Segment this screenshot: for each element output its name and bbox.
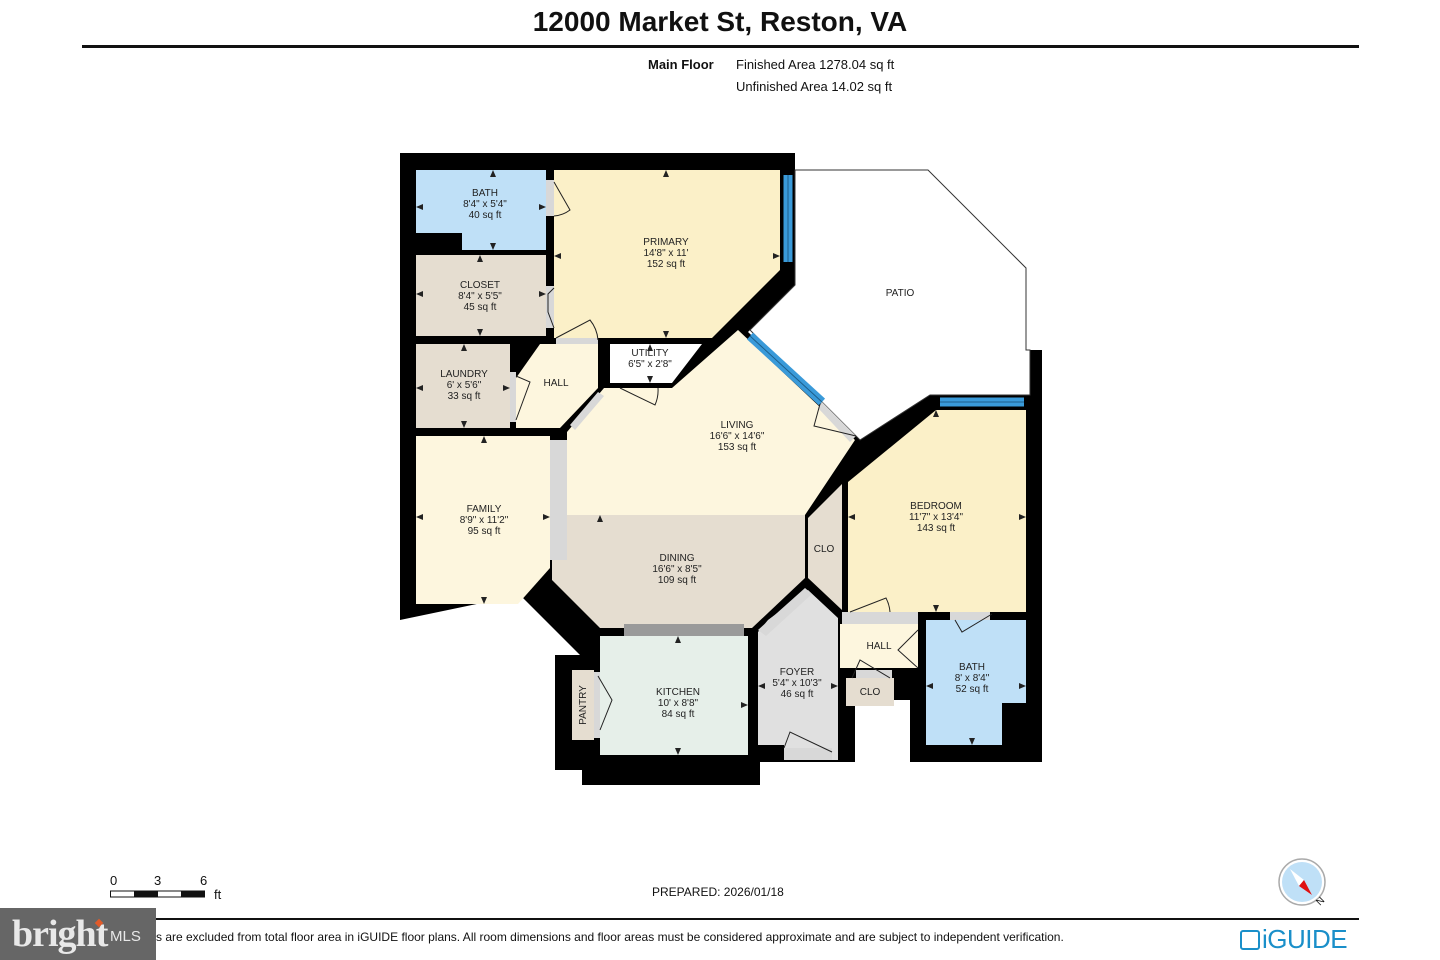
room-foyer — [758, 590, 838, 760]
svg-text:40 sq ft: 40 sq ft — [469, 210, 502, 221]
room-dining — [552, 515, 805, 628]
room-utility — [610, 344, 702, 383]
svg-text:CLOSET: CLOSET — [460, 280, 500, 291]
room-bedroom — [848, 410, 1026, 612]
page-title: 12000 Market St, Reston, VA — [532, 6, 908, 37]
door-swings — [515, 181, 993, 753]
room-bath-2 — [926, 620, 1026, 745]
svg-text:8'4" x 5'4": 8'4" x 5'4" — [463, 199, 507, 210]
dimension-markers — [416, 170, 1026, 755]
svg-text:10' x 8'8": 10' x 8'8" — [658, 698, 699, 709]
svg-text:LIVING: LIVING — [721, 420, 754, 431]
bright-mls-watermark: bright MLS — [0, 908, 156, 960]
svg-text:95 sq ft: 95 sq ft — [468, 526, 501, 537]
scale-unit: ft — [214, 887, 222, 902]
svg-text:14'8" x 11': 14'8" x 11' — [644, 248, 689, 259]
svg-text:FOYER: FOYER — [780, 667, 814, 678]
svg-text:152 sq ft: 152 sq ft — [647, 259, 686, 270]
scale-ticks: 0 3 6 — [110, 873, 220, 889]
room-kitchen — [600, 636, 748, 755]
svg-text:BATH: BATH — [959, 662, 985, 673]
svg-text:6'5" x 2'8": 6'5" x 2'8" — [628, 359, 672, 370]
scale-bar — [110, 890, 205, 898]
svg-text:8' x 8'4": 8' x 8'4" — [955, 673, 990, 684]
room-closet-bedroom — [808, 484, 842, 610]
room-family — [416, 436, 550, 604]
disclaimer-text: s are excluded from total floor area in … — [156, 930, 1064, 944]
svg-text:PANTRY: PANTRY — [578, 685, 589, 725]
svg-text:KITCHEN: KITCHEN — [656, 687, 700, 698]
svg-text:46 sq ft: 46 sq ft — [781, 689, 814, 700]
svg-text:CLO: CLO — [860, 687, 881, 698]
svg-text:UTILITY: UTILITY — [631, 348, 669, 359]
room-laundry — [416, 344, 510, 428]
room-living — [567, 330, 855, 515]
svg-text:DINING: DINING — [660, 553, 695, 564]
footer-divider — [82, 918, 1359, 920]
svg-text:BEDROOM: BEDROOM — [910, 501, 962, 512]
svg-text:CLO: CLO — [814, 544, 835, 555]
watermark-mls: MLS — [110, 928, 141, 945]
svg-text:BATH: BATH — [472, 188, 498, 199]
svg-text:143 sq ft: 143 sq ft — [917, 523, 956, 534]
svg-text:33 sq ft: 33 sq ft — [448, 391, 481, 402]
scale-tick-3: 3 — [154, 873, 162, 888]
iguide-camera-icon — [1240, 930, 1260, 950]
svg-text:8'4" x 5'5": 8'4" x 5'5" — [458, 291, 502, 302]
svg-text:5'4" x 10'3": 5'4" x 10'3" — [772, 678, 822, 689]
svg-text:153 sq ft: 153 sq ft — [718, 442, 757, 453]
iguide-brand: iGUIDE — [1262, 924, 1348, 954]
room-labels: BATH 8'4" x 5'4" 40 sq ft PRIMARY 14'8" … — [440, 188, 990, 725]
svg-text:FAMILY: FAMILY — [467, 504, 502, 515]
svg-text:45 sq ft: 45 sq ft — [464, 302, 497, 313]
floor-label: Main Floor — [648, 57, 714, 72]
finished-area: Finished Area 1278.04 sq ft — [736, 57, 895, 72]
watermark-bright: bright — [12, 913, 108, 955]
prepared-date: PREPARED: 2026/01/18 — [652, 885, 784, 899]
svg-text:11'7" x 13'4": 11'7" x 13'4" — [909, 512, 964, 523]
room-hall-1 — [516, 344, 598, 428]
svg-text:HALL: HALL — [543, 378, 568, 389]
svg-text:HALL: HALL — [866, 641, 891, 652]
svg-text:16'6" x 8'5": 16'6" x 8'5" — [652, 564, 702, 575]
svg-text:PRIMARY: PRIMARY — [643, 237, 689, 248]
door-openings — [510, 180, 990, 760]
svg-text:109 sq ft: 109 sq ft — [658, 575, 697, 586]
windows — [746, 175, 1024, 407]
scale-tick-0: 0 — [110, 873, 118, 888]
iguide-logo: iGUIDE — [1240, 924, 1348, 955]
svg-text:8'9" x 11'2": 8'9" x 11'2" — [460, 515, 509, 526]
scale-tick-6: 6 — [200, 873, 208, 888]
svg-text:84 sq ft: 84 sq ft — [662, 709, 695, 720]
floor-plan: BATH 8'4" x 5'4" 40 sq ft PRIMARY 14'8" … — [400, 153, 1042, 785]
header-divider — [82, 45, 1359, 48]
patio — [749, 169, 1031, 441]
svg-text:N: N — [1314, 895, 1327, 908]
room-primary — [554, 170, 780, 338]
room-hall-2 — [840, 624, 918, 668]
unfinished-area: Unfinished Area 14.02 sq ft — [736, 79, 893, 94]
svg-text:52 sq ft: 52 sq ft — [956, 684, 989, 695]
svg-text:6' x 5'6": 6' x 5'6" — [447, 380, 482, 391]
svg-text:LAUNDRY: LAUNDRY — [440, 369, 488, 380]
compass-icon: N — [1278, 858, 1327, 908]
svg-text:PATIO: PATIO — [886, 288, 915, 299]
room-bath-primary — [416, 170, 546, 250]
room-pantry — [572, 670, 594, 740]
room-closet — [416, 255, 546, 336]
svg-text:16'6" x 14'6": 16'6" x 14'6" — [710, 431, 765, 442]
room-clo-hall — [846, 678, 894, 706]
